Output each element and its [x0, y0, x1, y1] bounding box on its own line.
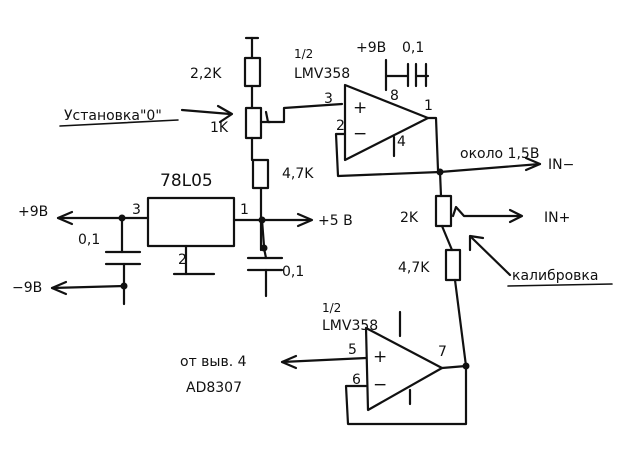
opamp-2: + − [280, 310, 470, 426]
svg-text:+: + [373, 347, 387, 367]
in-minus-net [436, 156, 542, 198]
label-opamp1-part: LMV358 [294, 66, 350, 82]
label-resistor-4k7-cal: 4,7K [398, 260, 430, 276]
label-supply-plus9: +9B [356, 40, 386, 56]
label-pin2: 2 [336, 118, 345, 134]
label-reg-pin3: 3 [132, 202, 141, 218]
label-plus9-left: +9B [18, 204, 48, 220]
calibration-chain [434, 194, 613, 368]
label-opamp2-fraction: 1/2 [322, 301, 341, 315]
label-resistor-2k2: 2,2K [190, 66, 222, 82]
resistor-4k7-top [251, 158, 270, 190]
resistor-4k7-cal [444, 248, 462, 282]
label-pot-2k: 2K [400, 210, 419, 226]
label-calibration: калибровка [512, 268, 598, 284]
label-pot-1k: 1K [210, 120, 229, 136]
svg-text:−: − [373, 375, 387, 395]
label-approx-voltage: около 1,5В [460, 146, 539, 162]
label-pin7: 7 [438, 344, 447, 360]
label-pin5: 5 [348, 342, 357, 358]
zero-adjust-marker [59, 104, 234, 127]
label-in-plus: IN+ [544, 210, 570, 226]
label-source-part: AD8307 [186, 380, 242, 396]
label-minus9-left: −9B [12, 280, 42, 296]
label-reg-pin1: 1 [240, 202, 249, 218]
svg-text:+: + [353, 98, 367, 118]
cal-pot-body [434, 194, 453, 228]
label-pin4: 4 [397, 134, 406, 150]
label-reg-pin2: 2 [178, 252, 187, 268]
label-resistor-4k7: 4,7K [282, 166, 314, 182]
label-zero-adjust: Установка"0" [64, 108, 162, 124]
label-in-minus: IN− [548, 157, 574, 173]
label-regulator: 78L05 [160, 171, 213, 191]
regulator-78l05 [50, 196, 314, 306]
label-cap-right: 0,1 [282, 264, 304, 280]
label-pin1: 1 [424, 98, 433, 114]
label-opamp1-fraction: 1/2 [294, 47, 313, 61]
zero-pot-body [244, 106, 263, 140]
label-pin3: 3 [324, 91, 333, 107]
label-cap-top: 0,1 [402, 40, 424, 56]
svg-text:−: − [353, 124, 367, 144]
label-pin8: 8 [390, 88, 399, 104]
opamp-1: + − [334, 58, 442, 178]
label-opamp2-part: LMV358 [322, 318, 378, 334]
label-cap-left: 0,1 [78, 232, 100, 248]
label-source-text: от выв. 4 [180, 354, 247, 370]
label-plus5: +5 B [318, 213, 353, 229]
label-pin6: 6 [352, 372, 361, 388]
